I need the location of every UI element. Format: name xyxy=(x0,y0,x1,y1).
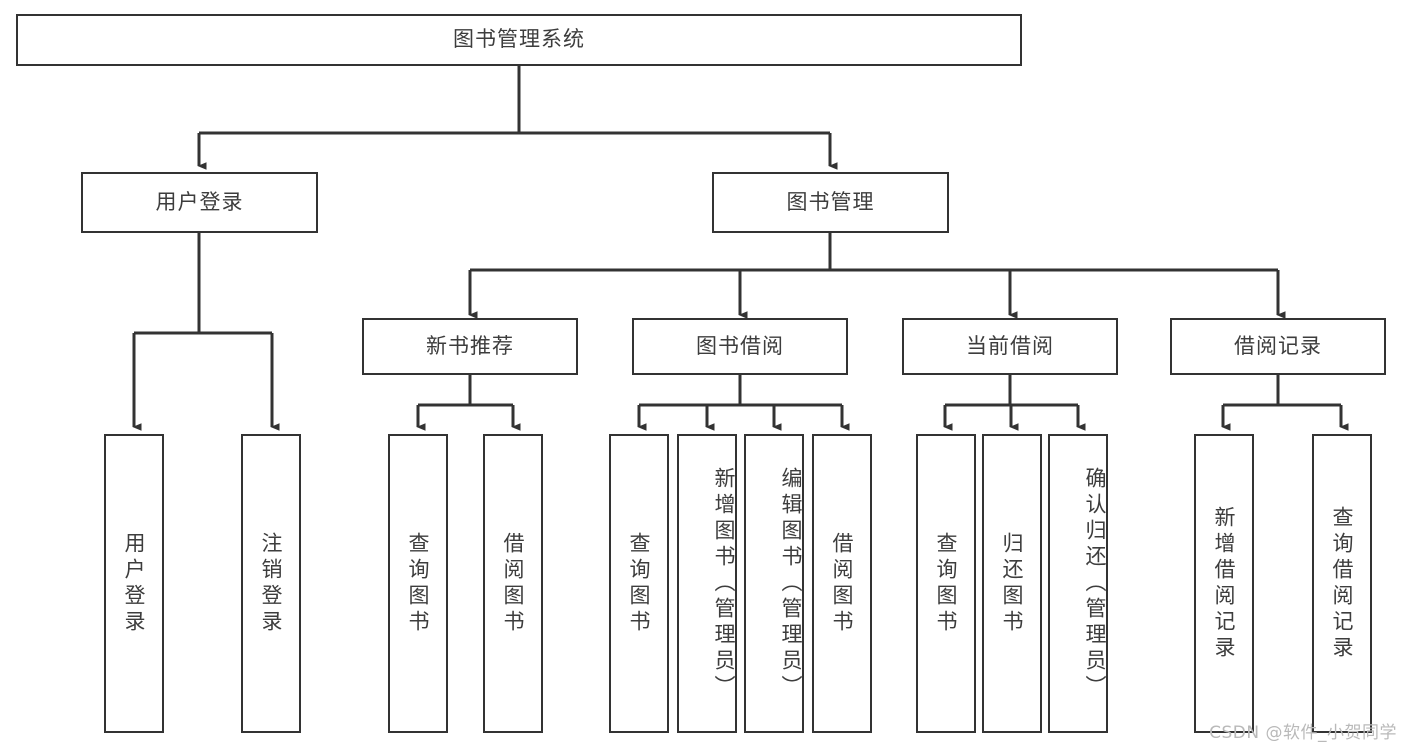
node-new-book-recommend[interactable]: 新书推荐 xyxy=(362,318,578,375)
node-current-borrow[interactable]: 当前借阅 xyxy=(902,318,1118,375)
node-label: 图书管理系统 xyxy=(453,27,585,52)
node-root-book-management-system[interactable]: 图书管理系统 xyxy=(16,14,1022,66)
node-label: 注销登录 xyxy=(259,531,284,636)
leaf-user-login[interactable]: 用户登录 xyxy=(104,434,164,733)
node-book-management[interactable]: 图书管理 xyxy=(712,172,949,233)
leaf-add-book-admin[interactable]: 新增图书（管理员） xyxy=(677,434,737,733)
node-label: 查询图书 xyxy=(627,531,652,636)
node-label: 用户登录 xyxy=(122,531,147,636)
leaf-logout[interactable]: 注销登录 xyxy=(241,434,301,733)
node-label: 当前借阅 xyxy=(966,333,1054,358)
node-book-borrow[interactable]: 图书借阅 xyxy=(632,318,848,375)
leaf-query-book-borrow[interactable]: 查询图书 xyxy=(609,434,669,733)
node-label: 新书推荐 xyxy=(426,333,514,358)
leaf-borrow-book-recommend[interactable]: 借阅图书 xyxy=(483,434,543,733)
leaf-borrow-book[interactable]: 借阅图书 xyxy=(812,434,872,733)
node-label: 查询图书 xyxy=(406,531,431,636)
leaf-query-book-recommend[interactable]: 查询图书 xyxy=(388,434,448,733)
node-label: 查询借阅记录 xyxy=(1330,505,1355,662)
node-label: 确认归还（管理员） xyxy=(1083,466,1107,701)
node-label: 新增图书（管理员） xyxy=(712,466,736,701)
leaf-add-borrow-record[interactable]: 新增借阅记录 xyxy=(1194,434,1254,733)
node-label: 编辑图书（管理员） xyxy=(779,466,803,701)
node-label: 归还图书 xyxy=(1000,531,1025,636)
node-user-login[interactable]: 用户登录 xyxy=(81,172,318,233)
node-label: 图书借阅 xyxy=(696,333,784,358)
node-label: 借阅图书 xyxy=(501,531,526,636)
leaf-query-borrow-record[interactable]: 查询借阅记录 xyxy=(1312,434,1372,733)
csdn-watermark: CSDN @软件_小贺同学 xyxy=(1209,723,1397,743)
node-borrow-record[interactable]: 借阅记录 xyxy=(1170,318,1386,375)
node-label: 借阅图书 xyxy=(830,531,855,636)
leaf-edit-book-admin[interactable]: 编辑图书（管理员） xyxy=(744,434,804,733)
node-label: 图书管理 xyxy=(786,189,875,214)
leaf-confirm-return-admin[interactable]: 确认归还（管理员） xyxy=(1048,434,1108,733)
node-label: 查询图书 xyxy=(934,531,959,636)
leaf-return-book[interactable]: 归还图书 xyxy=(982,434,1042,733)
leaf-query-book-current[interactable]: 查询图书 xyxy=(916,434,976,733)
node-label: 借阅记录 xyxy=(1234,333,1322,358)
node-label: 新增借阅记录 xyxy=(1212,505,1237,662)
node-label: 用户登录 xyxy=(155,189,244,214)
